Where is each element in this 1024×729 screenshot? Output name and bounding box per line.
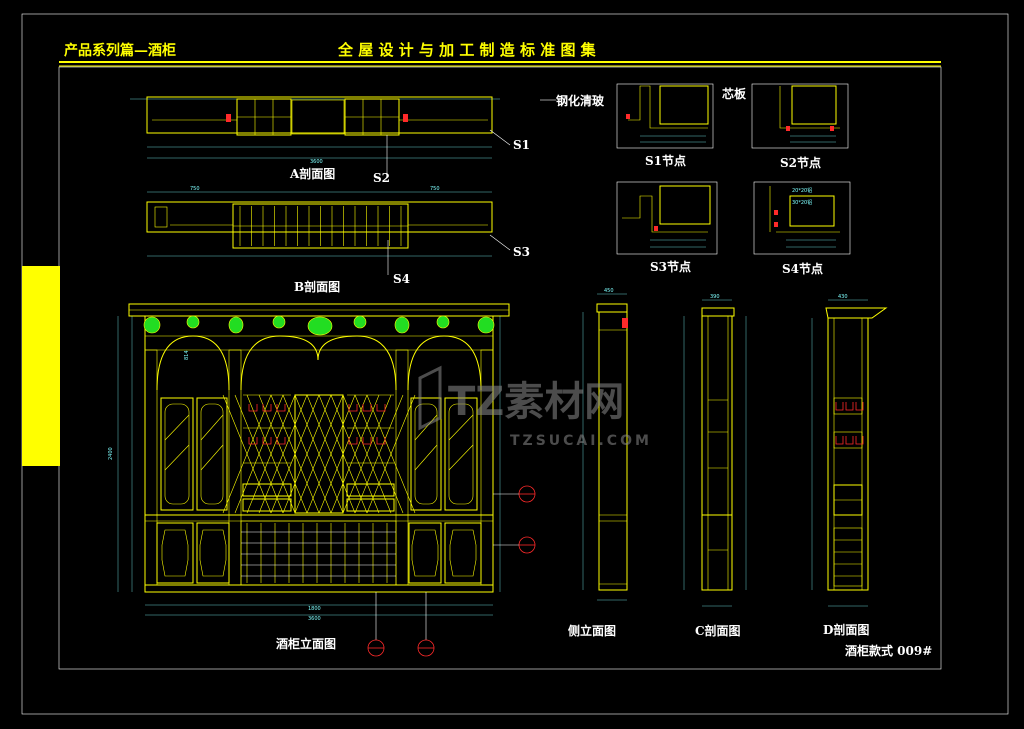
wine-glass-icon — [348, 404, 358, 412]
lattice-bar — [354, 394, 404, 514]
side-elevation-label: 侧立面图 — [568, 623, 616, 638]
series-title: 产品系列篇—酒柜 — [64, 42, 176, 59]
lattice-bar — [246, 394, 296, 514]
section-d-drawing — [811, 299, 888, 607]
section-a-label: A剖面图 — [289, 166, 335, 181]
node-s1-detail — [616, 83, 714, 149]
c-depth-dim: 390 — [710, 294, 720, 300]
main-title: 全 屋 设 计 与 加 工 制 造 标 准 图 集 — [337, 41, 597, 59]
node-s2-label: S2节点 — [780, 155, 821, 170]
lattice-bar — [318, 394, 368, 514]
section-b-label: B剖面图 — [294, 279, 340, 294]
lattice-bar — [330, 394, 380, 514]
wine-glass-icon — [855, 436, 864, 445]
node-s3-detail — [616, 181, 718, 255]
node-s3-label: S3节点 — [650, 259, 691, 274]
side-elevation-drawing — [582, 293, 628, 601]
node-s1-label: S1节点 — [645, 153, 686, 168]
front-glass-holders — [248, 404, 386, 445]
lattice-bar — [282, 394, 332, 514]
front-height-dim: 2400 — [108, 447, 114, 460]
watermark-logo-icon — [418, 365, 442, 431]
node-s4-label: S4节点 — [782, 261, 823, 276]
model-label: 酒柜款式 009# — [845, 643, 932, 658]
marker-s2: S2 — [373, 171, 390, 185]
d-glass-holders — [835, 402, 864, 445]
watermark-brand: TZ素材网 — [448, 379, 624, 425]
front-arch-dim: 1800 — [308, 606, 321, 612]
front-overall-dim: 3600 — [308, 616, 321, 622]
front-elevation-drawing — [117, 303, 536, 657]
node-s4-detail — [753, 181, 851, 255]
arch-dim-814: 814 — [184, 350, 190, 360]
lattice-bar — [258, 394, 308, 514]
side-tab — [22, 266, 60, 466]
lattice-bar — [222, 394, 272, 514]
s4-note-b: 30*20铝 — [792, 199, 812, 206]
lattice-bar — [294, 394, 344, 514]
lattice-bar — [342, 394, 392, 514]
wine-glass-icon — [855, 402, 864, 411]
wine-glass-icon — [348, 437, 358, 445]
front-lattice — [222, 394, 416, 514]
marker-s1: S1 — [513, 138, 530, 152]
wine-glass-icon — [835, 436, 844, 445]
section-d-label: D剖面图 — [823, 622, 869, 637]
section-b-slats — [239, 206, 402, 246]
s4-note-a: 20*20铝 — [792, 187, 812, 194]
watermark: TZ素材网 TZSUCAI.COM — [418, 365, 652, 449]
wine-glass-icon — [262, 404, 272, 412]
lattice-bar — [234, 394, 284, 514]
front-elevation-label: 酒柜立面图 — [276, 636, 336, 651]
glass-note: 钢化清玻 — [556, 93, 605, 108]
front-wine-rack — [241, 523, 396, 583]
wine-glass-icon — [835, 402, 844, 411]
outer-border — [21, 13, 1009, 715]
section-b-drawing — [146, 191, 511, 275]
wine-glass-icon — [376, 404, 386, 412]
section-a-drawing — [130, 96, 511, 175]
a-overall-dim: 3600 — [310, 159, 323, 165]
wine-glass-icon — [845, 402, 854, 411]
wine-glass-icon — [276, 404, 286, 412]
marker-s3: S3 — [513, 245, 530, 259]
wine-glass-icon — [248, 404, 258, 412]
section-c-drawing — [683, 299, 747, 607]
marker-s4: S4 — [393, 272, 410, 286]
wine-glass-icon — [276, 437, 286, 445]
wine-glass-icon — [262, 437, 272, 445]
lattice-bar — [270, 394, 320, 514]
core-board-note: 芯板 — [722, 86, 747, 101]
wine-glass-icon — [376, 437, 386, 445]
d-depth-dim: 430 — [838, 294, 848, 300]
lattice-bar — [366, 394, 416, 514]
wine-glass-icon — [362, 404, 372, 412]
side-depth-dim: 450 — [604, 288, 614, 294]
b-left-dim: 750 — [190, 186, 200, 192]
b-right-dim: 750 — [430, 186, 440, 192]
wine-glass-icon — [248, 437, 258, 445]
watermark-url: TZSUCAI.COM — [510, 433, 652, 449]
wine-glass-icon — [362, 437, 372, 445]
wine-glass-icon — [845, 436, 854, 445]
node-s2-detail — [751, 83, 849, 149]
lattice-bar — [306, 394, 356, 514]
section-c-label: C剖面图 — [695, 623, 741, 638]
